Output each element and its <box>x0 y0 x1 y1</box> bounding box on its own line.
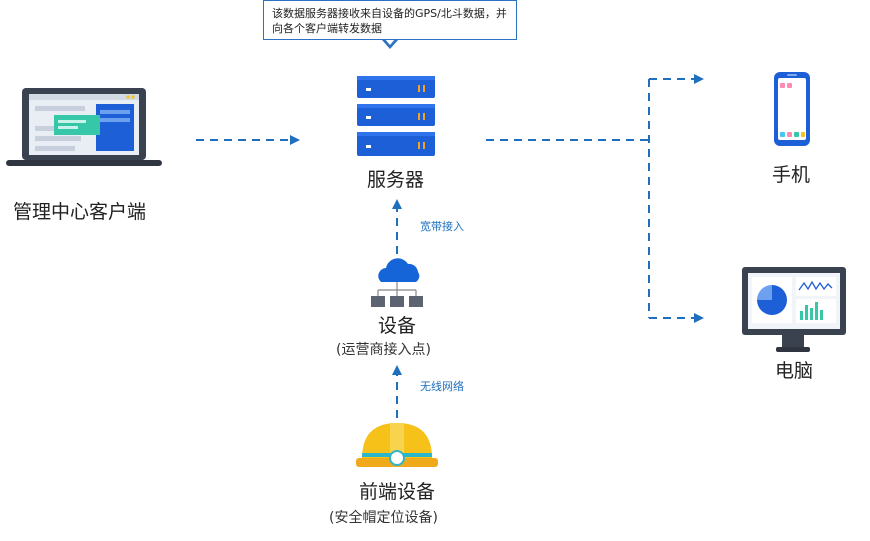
arrow-server-to-clients <box>486 74 704 323</box>
device-sublabel: (运营商接入点) <box>336 342 431 358</box>
server-label: 服务器 <box>367 169 425 191</box>
helmet-icon <box>356 423 438 467</box>
monitor-icon <box>742 267 846 352</box>
broadband-label: 宽带接入 <box>420 220 464 233</box>
laptop-icon <box>6 88 162 166</box>
device-label: 设备 <box>378 315 417 337</box>
callout-tail-inner <box>384 38 396 45</box>
computer-label: 电脑 <box>775 360 814 382</box>
cloud-network-icon <box>371 258 423 307</box>
front-device-sublabel: (安全帽定位设备) <box>329 510 438 526</box>
callout-text: 该数据服务器接收来自设备的GPS/北斗数据，并向各个客户端转发数据 <box>272 7 507 35</box>
wireless-label: 无线网络 <box>420 380 464 393</box>
phone-icon <box>774 72 810 146</box>
phone-label: 手机 <box>772 164 811 186</box>
front-device-label: 前端设备 <box>359 481 436 503</box>
server-icon <box>357 76 435 156</box>
server-callout: 该数据服务器接收来自设备的GPS/北斗数据，并向各个客户端转发数据 <box>263 0 517 40</box>
admin-client-label: 管理中心客户端 <box>13 201 147 223</box>
